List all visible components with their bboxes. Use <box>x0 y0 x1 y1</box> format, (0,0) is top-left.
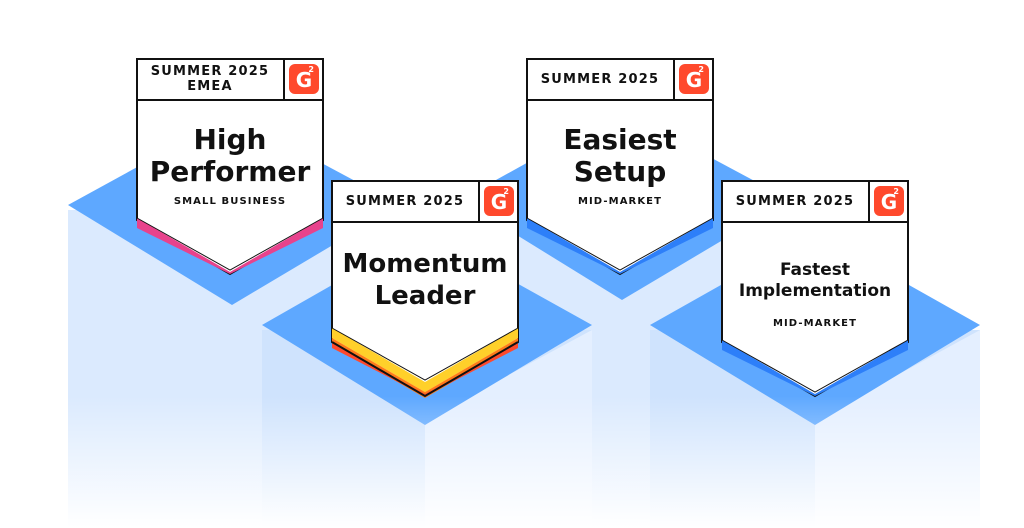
badge-title-line: Fastest <box>779 260 851 280</box>
badge-shield <box>331 180 519 398</box>
badge-title-line: Setup <box>573 155 667 188</box>
badge-region: EMEA <box>187 79 233 94</box>
badge-title-line: Leader <box>374 281 476 311</box>
badge-season: SUMMER 2025 <box>540 71 660 87</box>
badge-title-line: Momentum <box>342 249 508 279</box>
badge-shield <box>526 58 714 276</box>
badge-segment: MID-MARKET <box>772 318 858 329</box>
badge-title-line: Performer <box>149 155 311 188</box>
badge-segment: SMALL BUSINESS <box>173 196 287 207</box>
badge-segment: MID-MARKET <box>577 196 663 207</box>
badge-season: SUMMER 2025 <box>150 64 270 79</box>
badge-title-line: Easiest <box>563 123 677 156</box>
badge-shield <box>136 58 324 276</box>
badge-season: SUMMER 2025 <box>345 193 465 209</box>
badge-shield <box>721 180 909 398</box>
badge-season: SUMMER 2025 <box>735 193 855 209</box>
badge-title-line: Implementation <box>738 281 892 301</box>
badge-title-line: High <box>193 123 267 156</box>
